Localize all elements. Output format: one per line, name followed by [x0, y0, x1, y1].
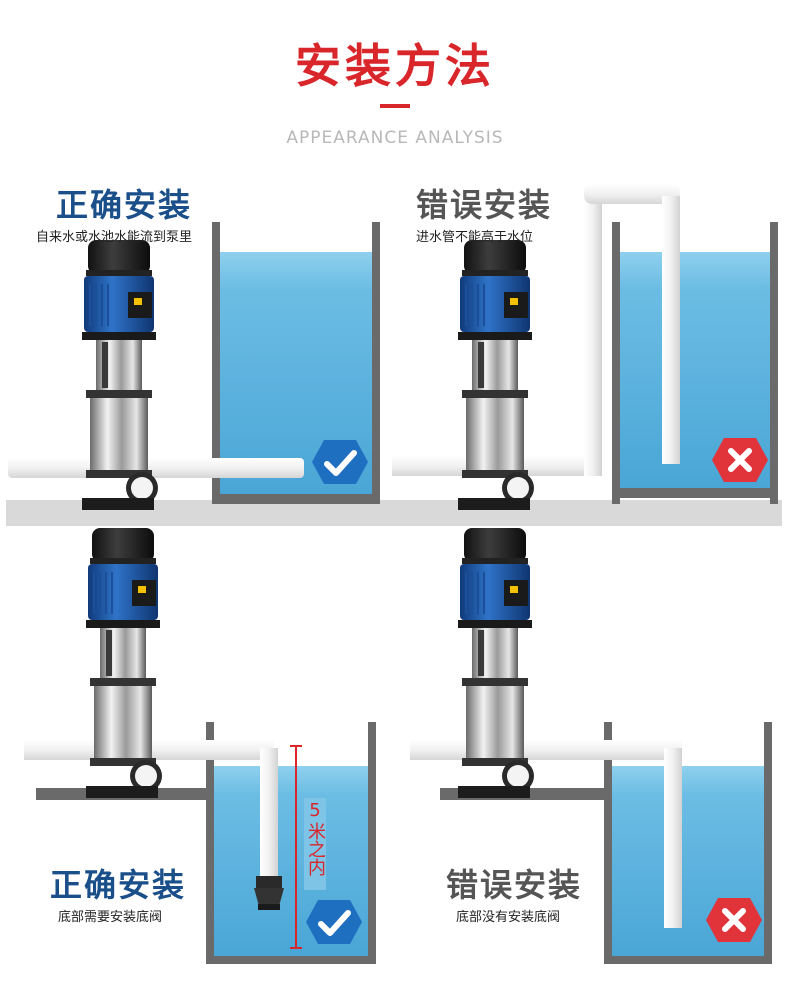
inlet-pipe [8, 458, 304, 478]
panel-desc-top-left: 自来水或水池水能流到泵里 [36, 230, 193, 245]
page-title: 安装方法 [295, 39, 495, 93]
tank-top-right [612, 222, 778, 504]
panel-title-bottom-left: 正确安装 [50, 866, 187, 904]
pump [457, 527, 535, 799]
panel-desc-top-right: 进水管不能高于水位 [416, 230, 534, 245]
depth-value: 5 [309, 800, 321, 821]
depth-label: 5 米之内 [304, 800, 326, 876]
pump [85, 527, 163, 799]
page-subtitle: APPEARANCE ANALYSIS [286, 128, 504, 148]
pump [81, 239, 159, 511]
panel-desc-bottom-left: 底部需要安装底阀 [58, 910, 163, 925]
title-divider [380, 104, 410, 108]
pump [457, 239, 535, 511]
depth-unit: 米之内 [305, 822, 326, 876]
panel-desc-bottom-right: 底部没有安装底阀 [456, 910, 561, 925]
x-icon [712, 438, 768, 482]
foot-valve [254, 876, 284, 910]
depth-marker [290, 745, 326, 949]
panel-title-top-left: 正确安装 [56, 186, 193, 224]
x-icon [706, 898, 762, 942]
panel-title-top-right: 错误安装 [416, 186, 553, 224]
panel-title-bottom-right: 错误安装 [446, 866, 583, 904]
